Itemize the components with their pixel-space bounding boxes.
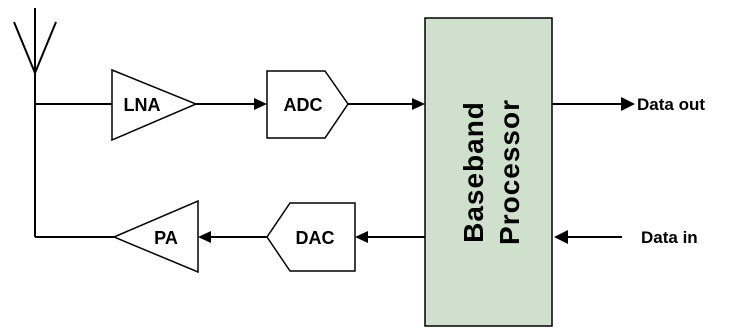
arrow-dac-to-pa — [198, 231, 211, 243]
data-out-label: Data out — [637, 95, 705, 114]
arrow-data-out — [621, 97, 635, 111]
baseband-processor-block: Baseband Processor — [424, 17, 553, 327]
arrow-lna-to-adc — [254, 98, 267, 110]
arrow-processor-to-dac — [355, 231, 368, 243]
arrow-adc-to-processor — [412, 98, 425, 110]
lna-label: LNA — [124, 95, 161, 115]
antenna-icon — [13, 8, 57, 74]
adc-label: ADC — [284, 95, 323, 115]
pa-block: PA — [112, 199, 199, 274]
lna-block: LNA — [111, 68, 198, 142]
dac-label: DAC — [296, 228, 335, 248]
adc-block: ADC — [266, 70, 349, 139]
dac-block: DAC — [266, 202, 356, 272]
processor-box — [424, 17, 553, 327]
processor-label-line2: Processor — [494, 99, 525, 245]
pa-label: PA — [154, 228, 178, 248]
arrow-data-in — [554, 230, 568, 244]
data-in-label: Data in — [641, 228, 698, 247]
processor-label-line1: Baseband — [458, 101, 489, 243]
